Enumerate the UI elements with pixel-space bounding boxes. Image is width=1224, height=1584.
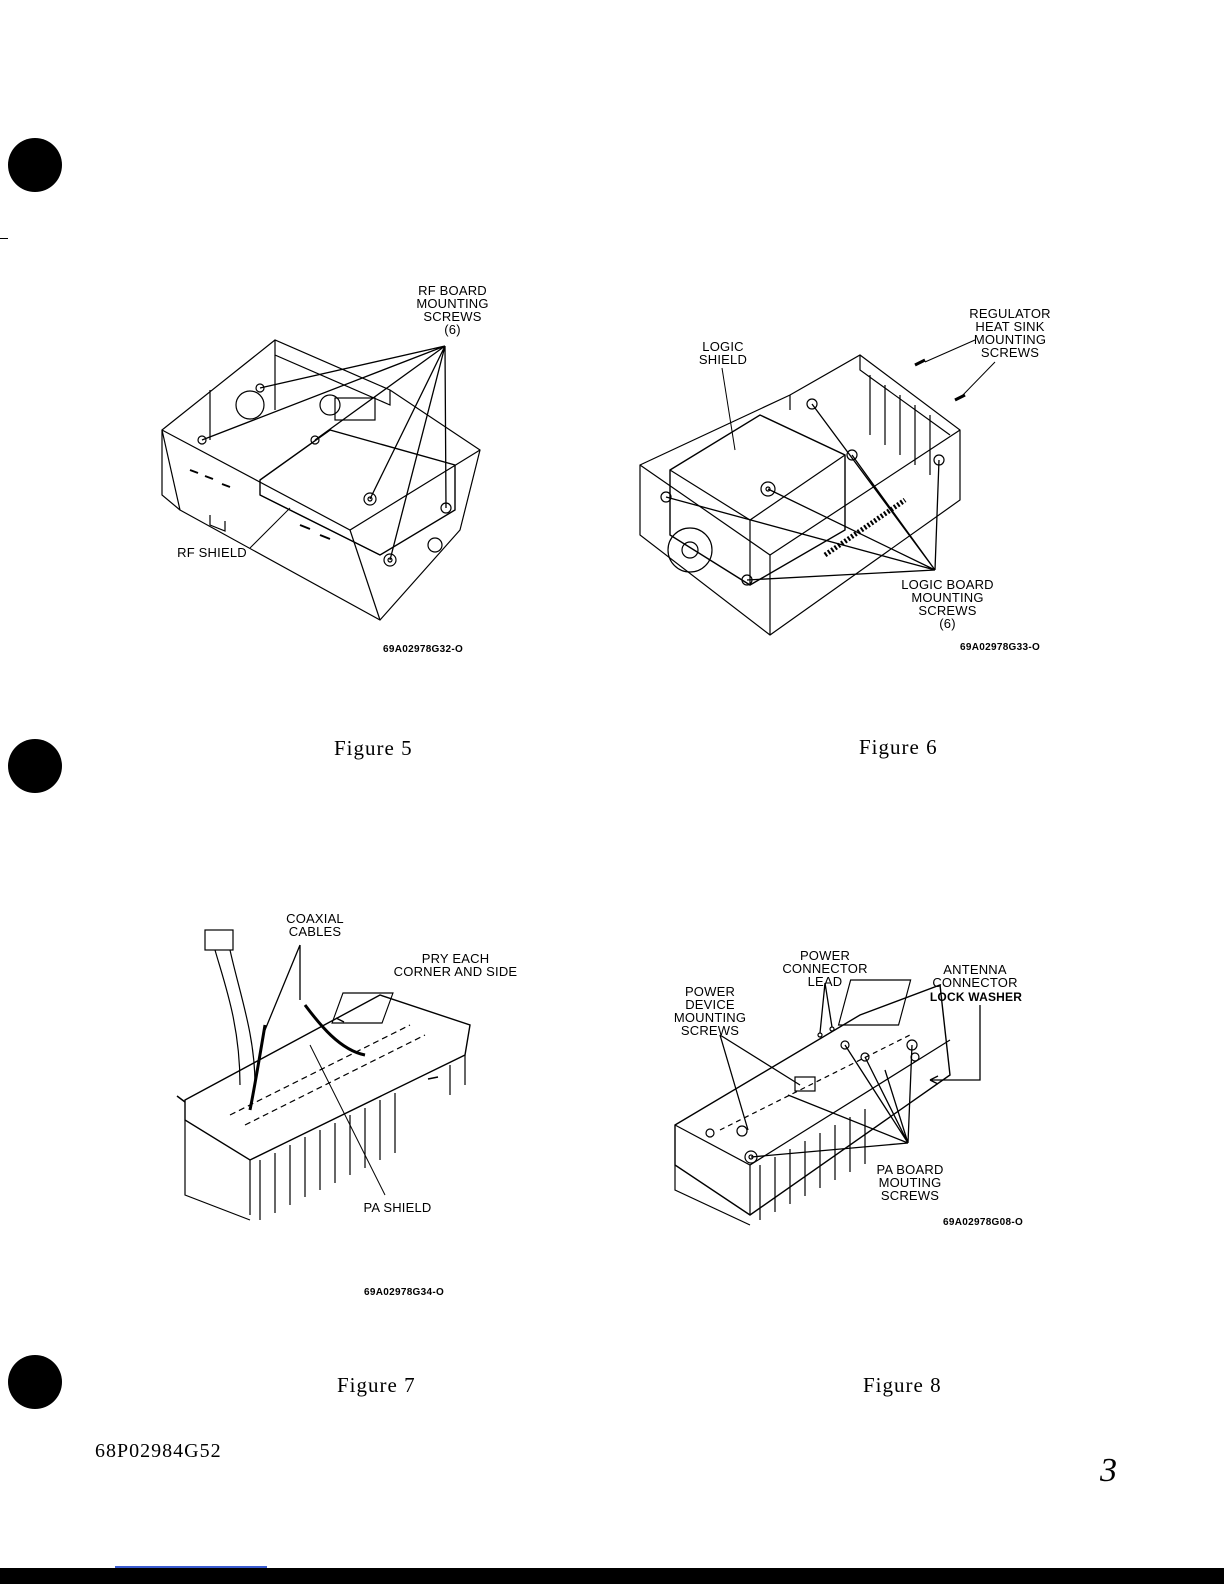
figure-7-caption: Figure 7 [337,1373,416,1397]
figure-8-code: 69A02978G08-O [943,1217,1024,1228]
edge-mark [0,238,8,239]
label-pa-shield: PA SHIELD [363,1200,432,1215]
figure-5-drawing [161,339,481,621]
figure-6-caption: Figure 6 [859,735,938,759]
binder-hole-top [8,138,62,192]
figure-7-code: 69A02978G34-O [364,1287,445,1298]
figure-6-code: 69A02978G33-O [960,642,1041,653]
figure-7: COAXIAL CABLES PRY EACH CORNER AND SIDE … [170,905,550,1305]
label-pry-each-corner-and-side: PRY EACH CORNER AND SIDE [393,951,518,979]
binder-hole-middle [8,739,62,793]
figure-8-drawing [674,979,981,1226]
figure-8: POWER CONNECTOR LEAD ANTENNA CONNECTOR L… [660,945,1070,1245]
document-number: 68P02984G52 [95,1440,222,1462]
label-pa-board-mouting-screws: PA BOARD MOUTING SCREWS [876,1162,944,1203]
label-antenna-connector: ANTENNA CONNECTOR [932,962,1018,990]
label-coaxial-cables: COAXIAL CABLES [286,911,344,939]
figure-5-caption: Figure 5 [334,736,413,760]
bottom-link-mark [115,1566,267,1568]
label-logic-board-mounting-screws: LOGIC BOARD MOUNTING SCREWS (6) [901,577,994,631]
figure-7-drawing [176,929,471,1221]
label-logic-shield: LOGIC SHIELD [698,339,748,367]
binder-hole-bottom [8,1355,62,1409]
label-lock-washer: LOCK WASHER [929,990,1023,1004]
figure-6-drawing [639,339,996,636]
figure-6: LOGIC SHIELD REGULATOR HEAT SINK MOUNTIN… [630,300,1070,660]
figure-5: RF BOARD MOUNTING SCREWS (6) RF SHIELD 6… [150,280,530,660]
label-regulator-heat-sink-mounting-screws: REGULATOR HEAT SINK MOUNTING SCREWS [969,306,1051,360]
figure-5-code: 69A02978G32-O [383,644,464,655]
label-rf-shield: RF SHIELD [177,545,247,560]
bottom-bar [0,1568,1224,1584]
label-power-device-mounting-screws: POWER DEVICE MOUNTING SCREWS [673,984,747,1038]
page-number: 3 [1100,1452,1117,1489]
label-power-connector-lead: POWER CONNECTOR LEAD [782,948,868,989]
figure-8-caption: Figure 8 [863,1373,942,1397]
label-rf-board-mounting-screws: RF BOARD MOUNTING SCREWS (6) [416,283,489,337]
